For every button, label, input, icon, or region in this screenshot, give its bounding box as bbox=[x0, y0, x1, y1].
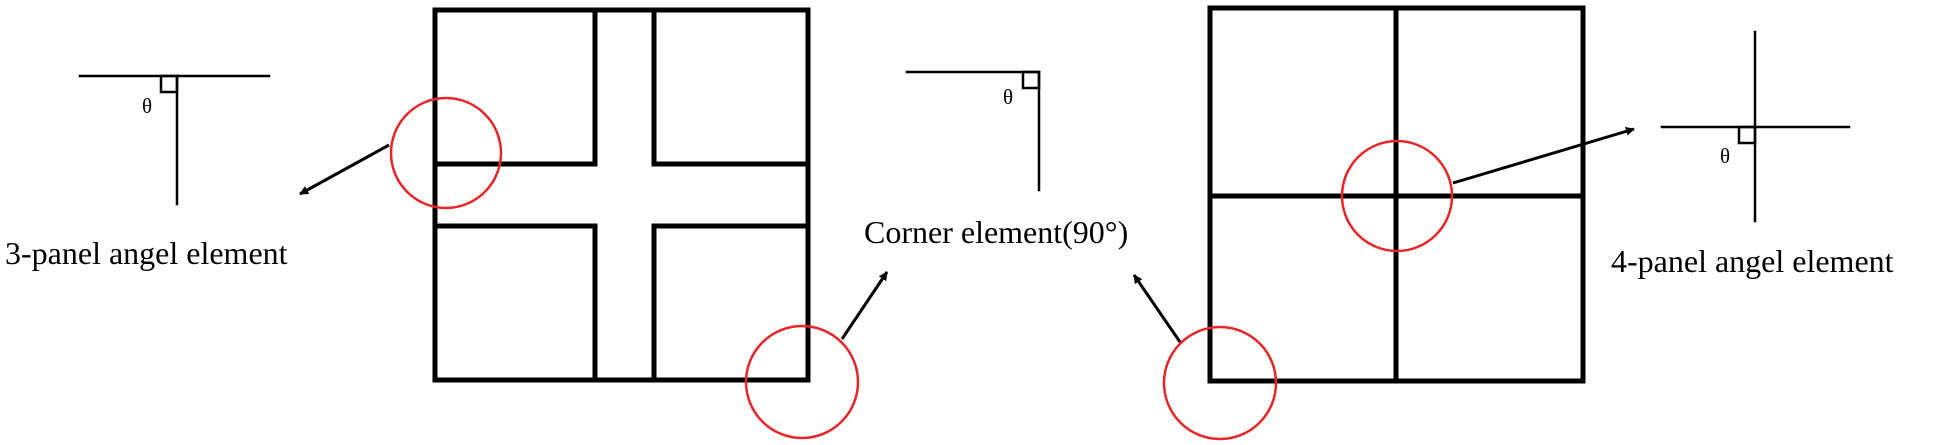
four-panel-arrow bbox=[1452, 127, 1635, 185]
four-panel-joint-marker bbox=[1340, 139, 1454, 253]
three-panel-element-sketch: θ bbox=[78, 74, 271, 206]
corner-element-sketch: θ bbox=[905, 70, 1041, 192]
corner-theta-label: θ bbox=[1003, 85, 1013, 109]
four-panel-caption: 4-panel angel element bbox=[1611, 243, 1894, 279]
corner-caption: Corner element(90°) bbox=[864, 214, 1128, 250]
three-panel-caption: 3-panel angel element bbox=[5, 235, 288, 271]
corner-arrow-left bbox=[840, 271, 889, 340]
corner-arrow-right bbox=[1132, 274, 1182, 343]
three-panel-arrow bbox=[299, 143, 390, 196]
three-panel-theta-label: θ bbox=[142, 94, 152, 118]
four-panel-element-sketch: θ bbox=[1660, 30, 1851, 223]
tight-panel-grid bbox=[1207, 5, 1586, 384]
four-panel-theta-label: θ bbox=[1720, 144, 1730, 168]
three-panel-joint-marker bbox=[389, 96, 503, 210]
gapped-panel-grid bbox=[432, 7, 811, 383]
corner-joint-marker-left bbox=[744, 324, 860, 440]
corner-joint-marker-right bbox=[1162, 325, 1278, 441]
